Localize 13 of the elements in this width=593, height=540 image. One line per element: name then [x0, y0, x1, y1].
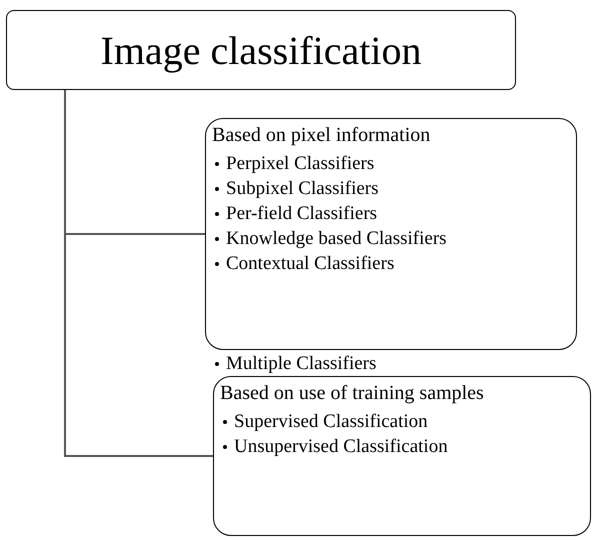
list-item: Contextual Classifiers — [212, 251, 570, 276]
category-heading: Based on pixel information — [212, 123, 432, 147]
list-item: Subpixel Classifiers — [212, 176, 570, 201]
list-item: Per-field Classifiers — [212, 201, 570, 226]
list-item: Unsupervised Classification — [220, 434, 584, 459]
title-box — [6, 10, 516, 90]
list-item: Perpixel Classifiers — [212, 151, 570, 176]
category-heading: Based on use of training samples — [220, 381, 485, 405]
category-box — [213, 376, 591, 536]
list-item: Knowledge based Classifiers — [212, 226, 570, 251]
list-item: Multiple Classifiers — [212, 351, 376, 376]
list-item: Supervised Classification — [220, 409, 584, 434]
title-text: Image classification — [100, 26, 422, 74]
